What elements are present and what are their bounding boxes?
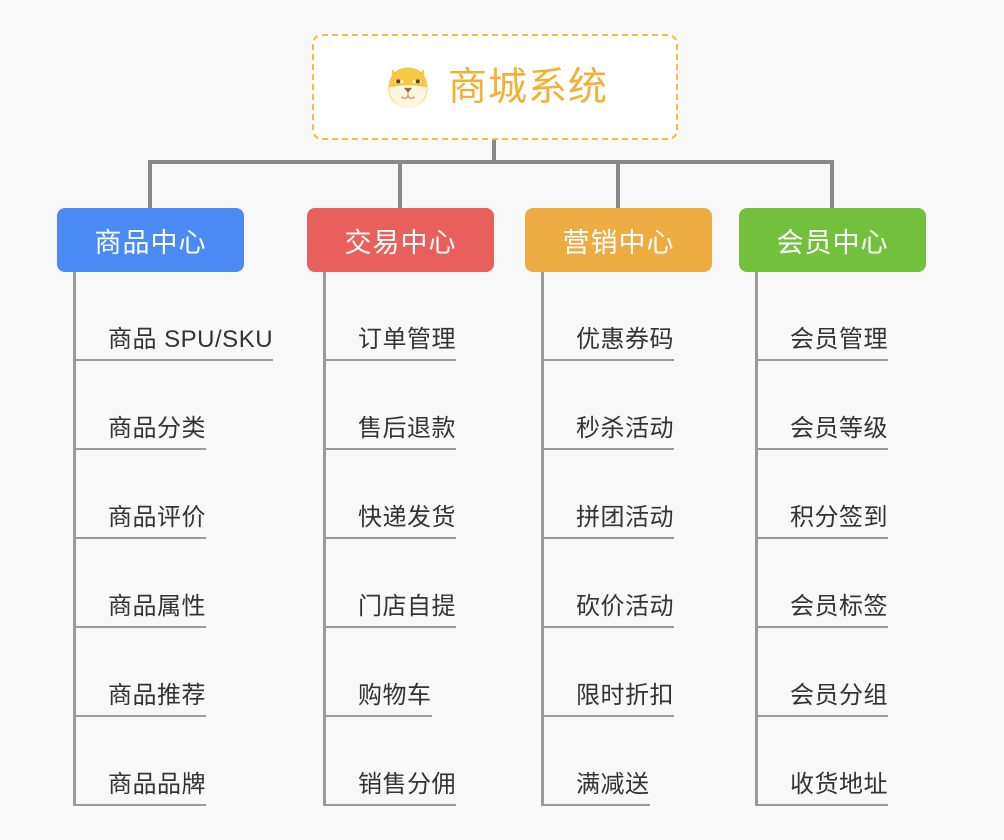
branch-column-3: 营销中心 优惠券码 秒杀活动 拼团活动 砍价活动 限时折扣 满减送 <box>525 208 755 806</box>
item-label: 门店自提 <box>358 586 456 628</box>
item-label: 快递发货 <box>358 497 456 539</box>
item-label: 砍价活动 <box>576 586 674 628</box>
item-label: 限时折扣 <box>576 675 674 717</box>
list-item[interactable]: 收货地址 <box>758 717 969 806</box>
list-item[interactable]: 门店自提 <box>326 539 537 628</box>
branch-items-2: 订单管理 售后退款 快递发货 门店自提 购物车 销售分佣 <box>323 272 537 806</box>
item-label: 商品品牌 <box>108 764 206 806</box>
list-item[interactable]: 满减送 <box>544 717 755 806</box>
list-item[interactable]: 售后退款 <box>326 361 537 450</box>
list-item[interactable]: 商品 SPU/SKU <box>76 272 317 361</box>
dog-face-icon <box>388 67 428 108</box>
list-item[interactable]: 销售分佣 <box>326 717 537 806</box>
list-item[interactable]: 购物车 <box>326 628 537 717</box>
item-label: 会员等级 <box>790 408 888 450</box>
item-label: 商品评价 <box>108 497 206 539</box>
item-label: 商品属性 <box>108 586 206 628</box>
connector-drop-3 <box>616 160 620 210</box>
item-label: 会员分组 <box>790 675 888 717</box>
branch-column-4: 会员中心 会员管理 会员等级 积分签到 会员标签 会员分组 收货地址 <box>739 208 969 806</box>
branch-header-4[interactable]: 会员中心 <box>739 208 926 272</box>
item-label: 拼团活动 <box>576 497 674 539</box>
root-title: 商城系统 <box>447 65 608 109</box>
branch-column-2: 交易中心 订单管理 售后退款 快递发货 门店自提 购物车 销售分佣 <box>307 208 537 806</box>
list-item[interactable]: 商品属性 <box>76 539 317 628</box>
connector-drop-1 <box>148 160 152 210</box>
connector-horizontal-bus <box>148 160 834 164</box>
list-item[interactable]: 限时折扣 <box>544 628 755 717</box>
connector-drop-2 <box>398 160 402 210</box>
branch-header-3[interactable]: 营销中心 <box>525 208 712 272</box>
branch-header-2[interactable]: 交易中心 <box>307 208 494 272</box>
connector-root-stem <box>492 140 496 164</box>
branch-items-1: 商品 SPU/SKU 商品分类 商品评价 商品属性 商品推荐 商品品牌 <box>73 272 317 806</box>
list-item[interactable]: 商品分类 <box>76 361 317 450</box>
list-item[interactable]: 砍价活动 <box>544 539 755 628</box>
list-item[interactable]: 会员管理 <box>758 272 969 361</box>
branch-items-4: 会员管理 会员等级 积分签到 会员标签 会员分组 收货地址 <box>755 272 969 806</box>
item-label: 积分签到 <box>790 497 888 539</box>
item-label: 售后退款 <box>358 408 456 450</box>
list-item[interactable]: 商品评价 <box>76 450 317 539</box>
item-label: 秒杀活动 <box>576 408 674 450</box>
root-node-shopping-system[interactable]: 商城系统 <box>312 34 678 140</box>
branch-items-3: 优惠券码 秒杀活动 拼团活动 砍价活动 限时折扣 满减送 <box>541 272 755 806</box>
item-label: 订单管理 <box>358 319 456 361</box>
branch-header-1[interactable]: 商品中心 <box>57 208 244 272</box>
list-item[interactable]: 商品推荐 <box>76 628 317 717</box>
list-item[interactable]: 快递发货 <box>326 450 537 539</box>
item-label: 满减送 <box>576 764 650 806</box>
connector-drop-4 <box>830 160 834 210</box>
list-item[interactable]: 会员分组 <box>758 628 969 717</box>
item-label: 会员标签 <box>790 586 888 628</box>
branch-column-1: 商品中心 商品 SPU/SKU 商品分类 商品评价 商品属性 商品推荐 商品品牌 <box>57 208 317 806</box>
list-item[interactable]: 商品品牌 <box>76 717 317 806</box>
item-label: 购物车 <box>358 675 432 717</box>
item-label: 收货地址 <box>790 764 888 806</box>
list-item[interactable]: 优惠券码 <box>544 272 755 361</box>
item-label: 商品分类 <box>108 408 206 450</box>
list-item[interactable]: 订单管理 <box>326 272 537 361</box>
item-label: 商品推荐 <box>108 675 206 717</box>
item-label: 优惠券码 <box>576 319 674 361</box>
list-item[interactable]: 会员等级 <box>758 361 969 450</box>
item-label: 销售分佣 <box>358 764 456 806</box>
list-item[interactable]: 积分签到 <box>758 450 969 539</box>
list-item[interactable]: 会员标签 <box>758 539 969 628</box>
item-label: 商品 SPU/SKU <box>108 319 274 361</box>
item-label: 会员管理 <box>790 319 888 361</box>
list-item[interactable]: 拼团活动 <box>544 450 755 539</box>
list-item[interactable]: 秒杀活动 <box>544 361 755 450</box>
